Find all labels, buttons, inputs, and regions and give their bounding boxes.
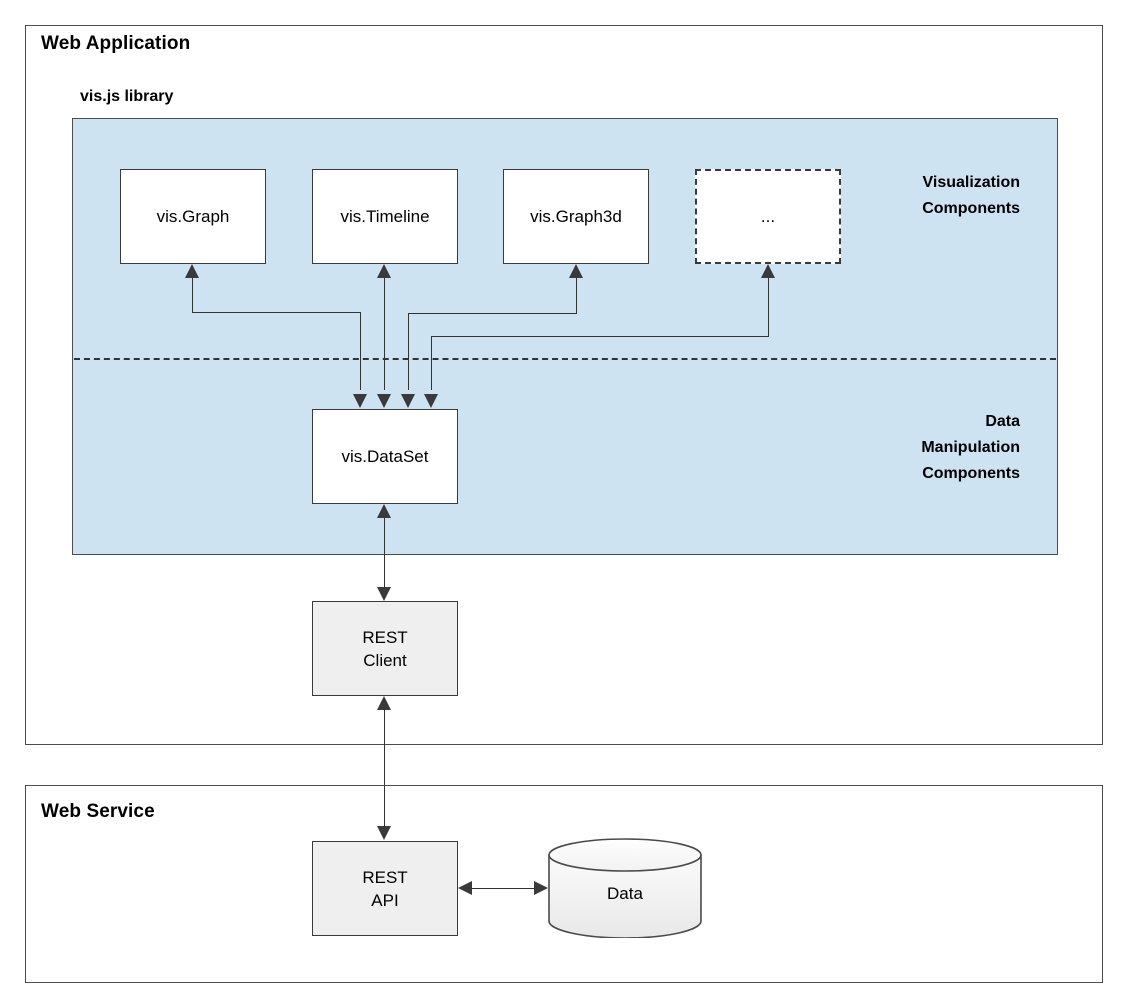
arrowhead-into-dataset-from-graph3d <box>401 394 415 408</box>
node-data-store[interactable]: Data <box>548 838 702 939</box>
connector-graph-dataset-elbow <box>192 312 361 313</box>
arrowhead-into-rest-client <box>377 587 391 601</box>
connector-graph-dataset-up-stem <box>192 278 193 312</box>
connector-graph3d-dataset-elbow <box>408 313 577 314</box>
node-vis-graph3d[interactable]: vis.Graph3d <box>503 169 649 264</box>
connector-graph3d-dataset-down-stem <box>408 313 409 390</box>
library-section-divider <box>74 358 1056 360</box>
node-vis-dataset[interactable]: vis.DataSet <box>312 409 458 504</box>
arrowhead-into-vis-more <box>761 264 775 278</box>
connector-more-dataset-elbow <box>431 336 769 337</box>
database-cylinder-icon <box>548 838 702 939</box>
connector-graph3d-dataset-up-stem <box>576 278 577 313</box>
connector-restapi-data-stem <box>470 888 536 889</box>
container-web-application <box>25 25 1103 745</box>
arrowhead-into-dataset-from-graph <box>353 394 367 408</box>
node-vis-graph[interactable]: vis.Graph <box>120 169 266 264</box>
connector-more-dataset-up-stem <box>768 278 769 336</box>
section-label-visualization: Visualization Components <box>922 174 1020 217</box>
arrowhead-into-data <box>534 881 548 895</box>
connector-timeline-dataset-stem <box>384 278 385 390</box>
node-vis-timeline[interactable]: vis.Timeline <box>312 169 458 264</box>
arrowhead-into-rest-api-from-data <box>458 881 472 895</box>
arrowhead-into-vis-graph3d <box>569 264 583 278</box>
arrowhead-into-rest-client-from-api <box>377 696 391 710</box>
arrowhead-into-dataset-from-rest-client <box>377 504 391 518</box>
arrowhead-into-dataset-from-timeline <box>377 394 391 408</box>
arrowhead-into-vis-graph <box>185 264 199 278</box>
container-web-application-title: Web Application <box>41 33 191 54</box>
connector-more-dataset-down-stem <box>431 336 432 390</box>
container-web-service-title: Web Service <box>41 801 155 822</box>
container-web-service <box>25 785 1103 983</box>
arrowhead-into-dataset-from-more <box>424 394 438 408</box>
node-rest-client[interactable]: REST Client <box>312 601 458 696</box>
arrowhead-into-rest-api <box>377 826 391 840</box>
arrowhead-into-vis-timeline <box>377 264 391 278</box>
connector-dataset-restclient-stem <box>384 518 385 587</box>
node-vis-more[interactable]: ... <box>695 169 841 264</box>
connector-graph-dataset-down-stem <box>360 312 361 390</box>
library-title: vis.js library <box>80 88 174 105</box>
node-rest-api[interactable]: REST API <box>312 841 458 936</box>
connector-restclient-restapi-stem <box>384 710 385 829</box>
node-data-store-label: Data <box>607 884 643 903</box>
section-label-data-manipulation: Data Manipulation Components <box>921 413 1020 482</box>
